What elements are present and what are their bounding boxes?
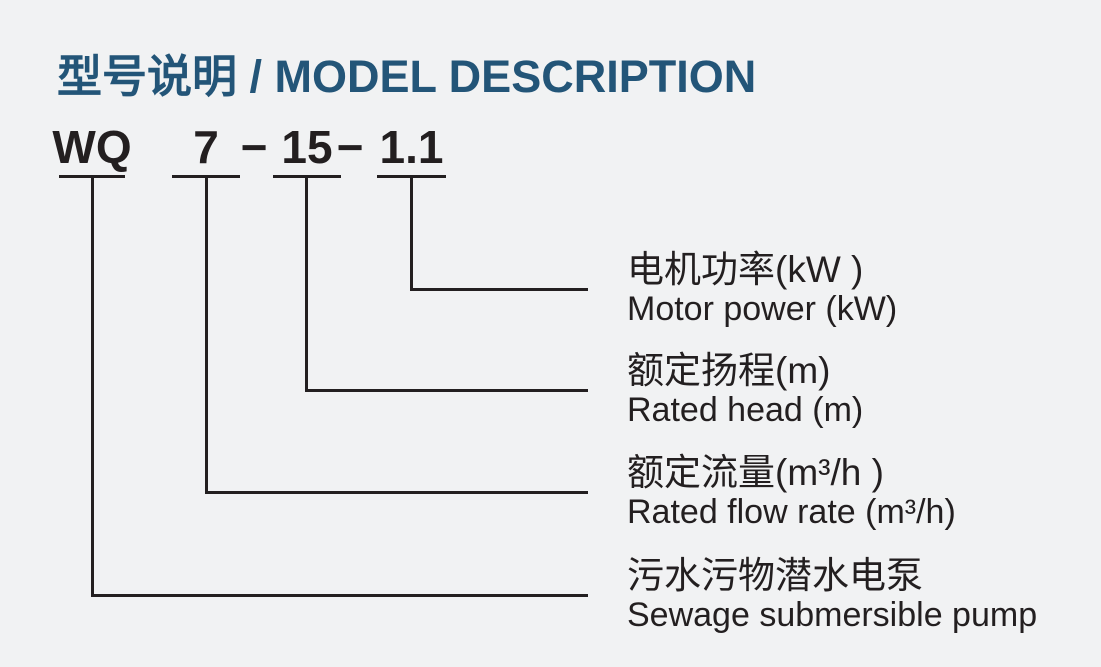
model-code-separator: − [336,121,364,173]
model-code-segment-wq: WQ [52,120,132,178]
model-code-segment-power: 1.1 [377,120,446,178]
label-pump-type: 污水污物潜水电泵 Sewage submersible pump [627,555,1038,634]
label-rated-flow: 额定流量(m³/h ) Rated flow rate (m³/h) [627,452,956,531]
model-code-segment-head: 15 [273,120,341,178]
label-motor-power: 电机功率(kW ) Motor power (kW) [627,249,898,328]
label-rated-head-en: Rated head (m) [627,391,864,429]
label-rated-head: 额定扬程(m) Rated head (m) [627,350,864,429]
connector-line-pump-type [91,178,588,597]
label-rated-flow-en: Rated flow rate (m³/h) [627,493,956,531]
connector-line-motor-power [410,178,588,291]
label-pump-type-en: Sewage submersible pump [627,596,1038,634]
label-motor-power-en: Motor power (kW) [627,290,898,328]
connector-line-rated-head [305,178,588,392]
connector-line-rated-flow [205,178,588,494]
page-title: 型号说明 / MODEL DESCRIPTION [57,51,757,102]
model-code-segment-flow: 7 [172,120,240,178]
label-rated-head-zh: 额定扬程(m) [627,350,831,391]
model-code-separator: − [240,121,268,173]
label-pump-type-zh: 污水污物潜水电泵 [627,555,923,596]
label-motor-power-zh: 电机功率(kW ) [627,249,864,290]
label-rated-flow-zh: 额定流量(m³/h ) [627,452,884,493]
